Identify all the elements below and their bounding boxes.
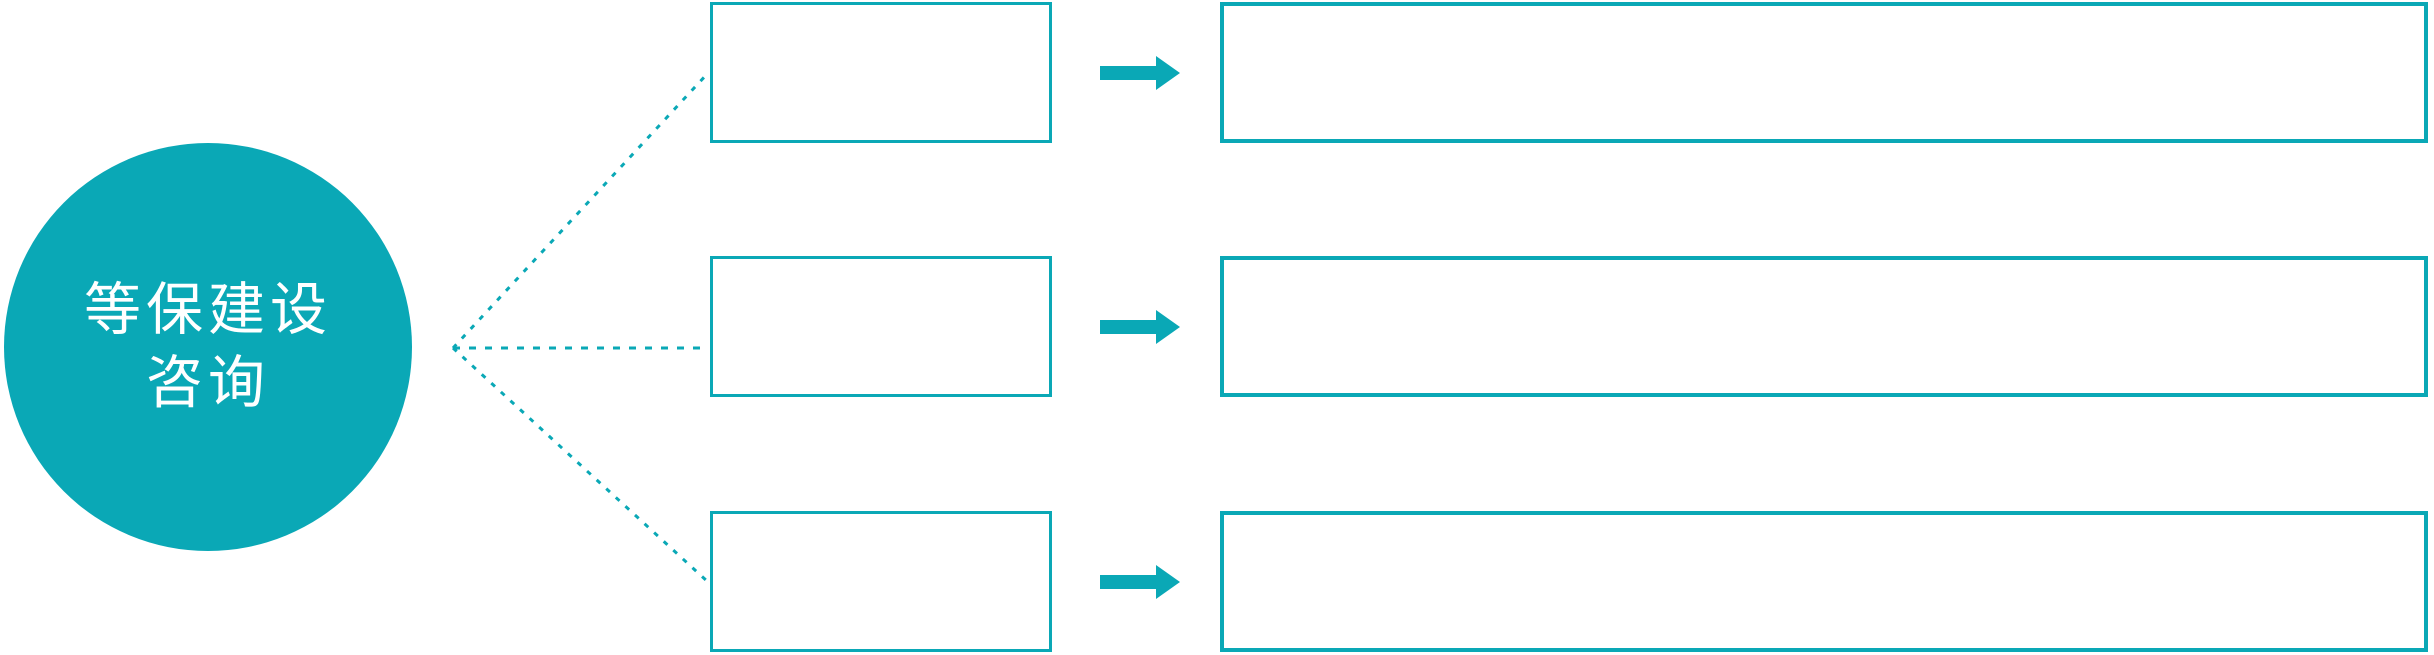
large-box-row3 [1220, 511, 2428, 652]
root-node-circle: 等保建设 咨询 [4, 143, 412, 551]
large-box-row2 [1220, 256, 2428, 397]
arrow-right-icon [1100, 310, 1180, 344]
large-box-row1 [1220, 2, 2428, 143]
arrow-right-icon [1100, 56, 1180, 90]
circle-label-line1: 等保建设 [84, 278, 332, 342]
connector-line-top [451, 71, 710, 350]
circle-label-line2: 咨询 [146, 351, 270, 415]
small-box-row1 [710, 2, 1052, 143]
connector-line-bottom [451, 346, 710, 584]
arrow-right-icon [1100, 565, 1180, 599]
small-box-row2 [710, 256, 1052, 397]
small-box-row3 [710, 511, 1052, 652]
